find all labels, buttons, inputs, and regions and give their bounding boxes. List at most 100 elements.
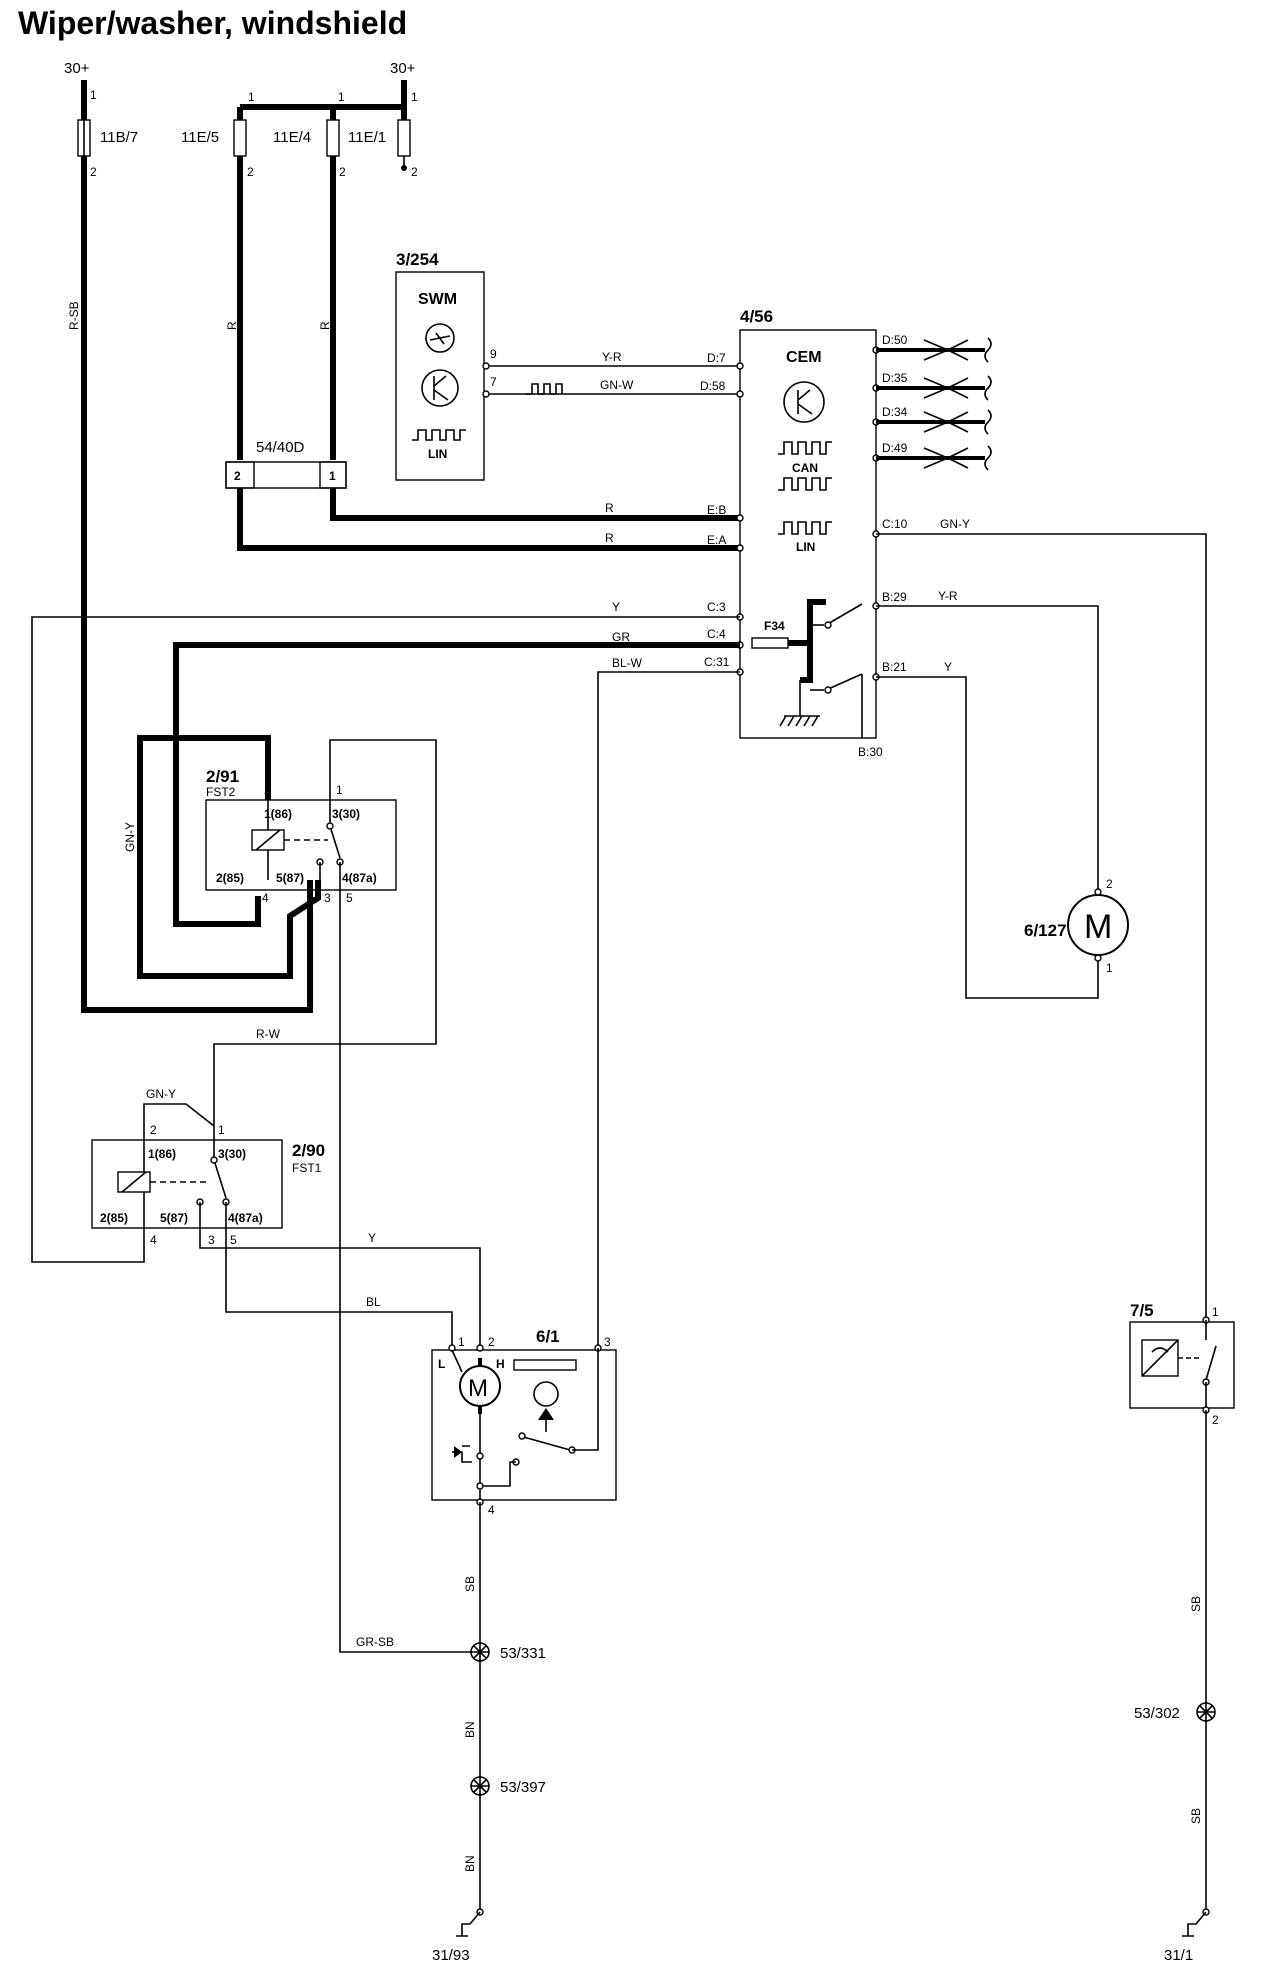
wiper-motor-low: L [438,1357,445,1371]
cem-pin-d7: D:7 [707,351,726,365]
relay-fst2-p87a: 4(87a) [342,871,377,885]
cem-pin-d58: D:58 [700,379,726,393]
wiper-motor-high: H [496,1357,505,1371]
relay-fst1-n5: 5 [230,1233,237,1247]
wire-label-r-2: R [318,321,332,330]
relay-fst2-id: 2/91 [206,767,239,786]
cem-pin-ea: E:A [707,533,726,547]
swm-module: 3/254 SWM LIN 9 7 [395,250,497,481]
can-bus-wires [876,337,992,471]
relay-fst2-n5: 5 [346,891,353,905]
cem-pin-d35: D:35 [882,371,908,385]
wire-label-r-sb: R-SB [67,301,81,330]
ground-31-93-icon [456,1911,481,1937]
cem-can-label: CAN [792,461,818,475]
ground-31-1: 31/1 [1164,1908,1210,1964]
ground-31-93-label: 31/93 [432,1947,470,1964]
cem-pin-b30: B:30 [858,745,883,759]
cem-pin-d34: D:34 [882,405,908,419]
relay-fst1-id: 2/90 [292,1141,325,1160]
relay-fst2-n3: 3 [324,891,331,905]
power-supply: 30+ 30+ 1 11B/7 2 1 1 1 11E/5 11E/4 11E/… [64,60,418,179]
svg-text:M: M [468,1375,488,1402]
washer-motor-id: 6/127 [1024,921,1067,940]
supply-label-left: 30+ [64,60,90,77]
cem-fuse-f34-icon [751,637,789,649]
fuse-11e5-icon [233,119,247,157]
connector-id: 54/40D [256,439,305,456]
wire-label-gr-sb: GR-SB [356,1635,394,1649]
relay-fst2-n4: 4 [262,891,269,905]
relay-fst1-p30: 3(30) [218,1147,246,1161]
cem-pin-eb: E:B [707,503,726,517]
ground-31-93: 31/93 [432,1908,484,1964]
cem-transistor-icon [783,381,825,423]
relay-fst1-p86: 1(86) [148,1147,176,1161]
wire-label-gn-w: GN-W [600,378,634,392]
relay-fst1-name: FST1 [292,1161,322,1175]
relay-fst2-n2: 2 [264,783,271,797]
supply-label-right: 30+ [390,60,416,77]
relay-fst2-p85: 2(85) [216,871,244,885]
relay-fst1-p87a: 4(87a) [228,1211,263,1225]
relay-fst2-p86: 1(86) [264,807,292,821]
connector-54-40d: 54/40D 2 1 [225,439,347,489]
fuse-11e4-icon [326,119,340,157]
washer-level-switch: 7/5 1 2 [1129,1301,1235,1427]
switch-75-id: 7/5 [1130,1301,1154,1320]
cem-pin-b29: B:29 [882,590,907,604]
cem-pin-b21: B:21 [882,660,907,674]
splice-53-331: 53/331 [470,1642,546,1662]
relay-fst1-n2: 2 [150,1123,157,1137]
cem-pin-c4: C:4 [707,627,726,641]
svg-text:1: 1 [248,90,255,104]
fuse-11e1-label: 11E/1 [348,129,386,146]
wire-label-y-r-2: Y-R [938,589,958,603]
wire-label-r-3: R [605,501,614,515]
swm-lin-label: LIN [428,447,447,461]
wiper-motor-cam-icon [533,1381,559,1407]
ground-31-1-label: 31/1 [1164,1947,1193,1964]
cem-module: 4/56 CEM CAN LIN F34 D:7 D:58 E:B E:A C:… [700,307,908,759]
wire-label-r-w: R-W [256,1027,281,1041]
wire-label-gn-y-cem: GN-Y [940,517,970,531]
relay-fst1-p87: 5(87) [160,1211,188,1225]
washer-motor: 6/127 M 2 1 [1024,877,1129,975]
wire-label-sb-3: SB [1189,1808,1203,1824]
wire-r-sb [81,156,313,1013]
relay-fst1-n3: 3 [208,1233,215,1247]
relay-fst1-n4: 4 [150,1233,157,1247]
wire-label-bl-w: BL-W [612,656,643,670]
wire-label-gn-y-small: GN-Y [146,1087,176,1101]
relay-fst2-n1: 1 [336,783,343,797]
svg-text:2: 2 [411,165,418,179]
cem-pin-c31: C:31 [704,655,730,669]
wire-label-y-3: Y [368,1231,376,1245]
wiper-motor-pin-3: 3 [604,1335,611,1349]
ground-31-1-icon [1182,1911,1207,1937]
wire-label-gr: GR [612,630,630,644]
fuse-11e1-icon [397,119,411,157]
relay-fst2-name: FST2 [206,785,236,799]
fuse-11b7-label: 11B/7 [100,129,138,146]
splice-53-397: 53/397 [470,1776,546,1796]
wire-label-y-r: Y-R [602,350,622,364]
cem-pin-c3: C:3 [707,600,726,614]
svg-text:1: 1 [338,90,345,104]
cem-lin-wave-icon [778,521,832,535]
cem-pin-c10: C:10 [882,517,908,531]
relay-fst2-p87: 5(87) [276,871,304,885]
wire-label-bl: BL [366,1295,381,1309]
swm-transistor-icon [421,369,459,407]
swm-steering-icon [425,323,455,353]
cem-can-wave-icon [778,441,832,455]
relay-fst2-p30: 3(30) [332,807,360,821]
wire-label-y-2: Y [944,660,952,674]
fuse-11e4-label: 11E/4 [273,129,311,146]
relay-fst1: 2/90 FST1 1(86) 3(30) 2(85) 5(87) 4(87a)… [91,1123,325,1247]
swm-name: SWM [418,291,457,308]
splice-53-302-label: 53/302 [1134,1705,1180,1722]
wire-label-bn-2: BN [463,1855,477,1872]
wire-label-sb-2: SB [1189,1596,1203,1612]
wire-label-y-1: Y [612,600,620,614]
